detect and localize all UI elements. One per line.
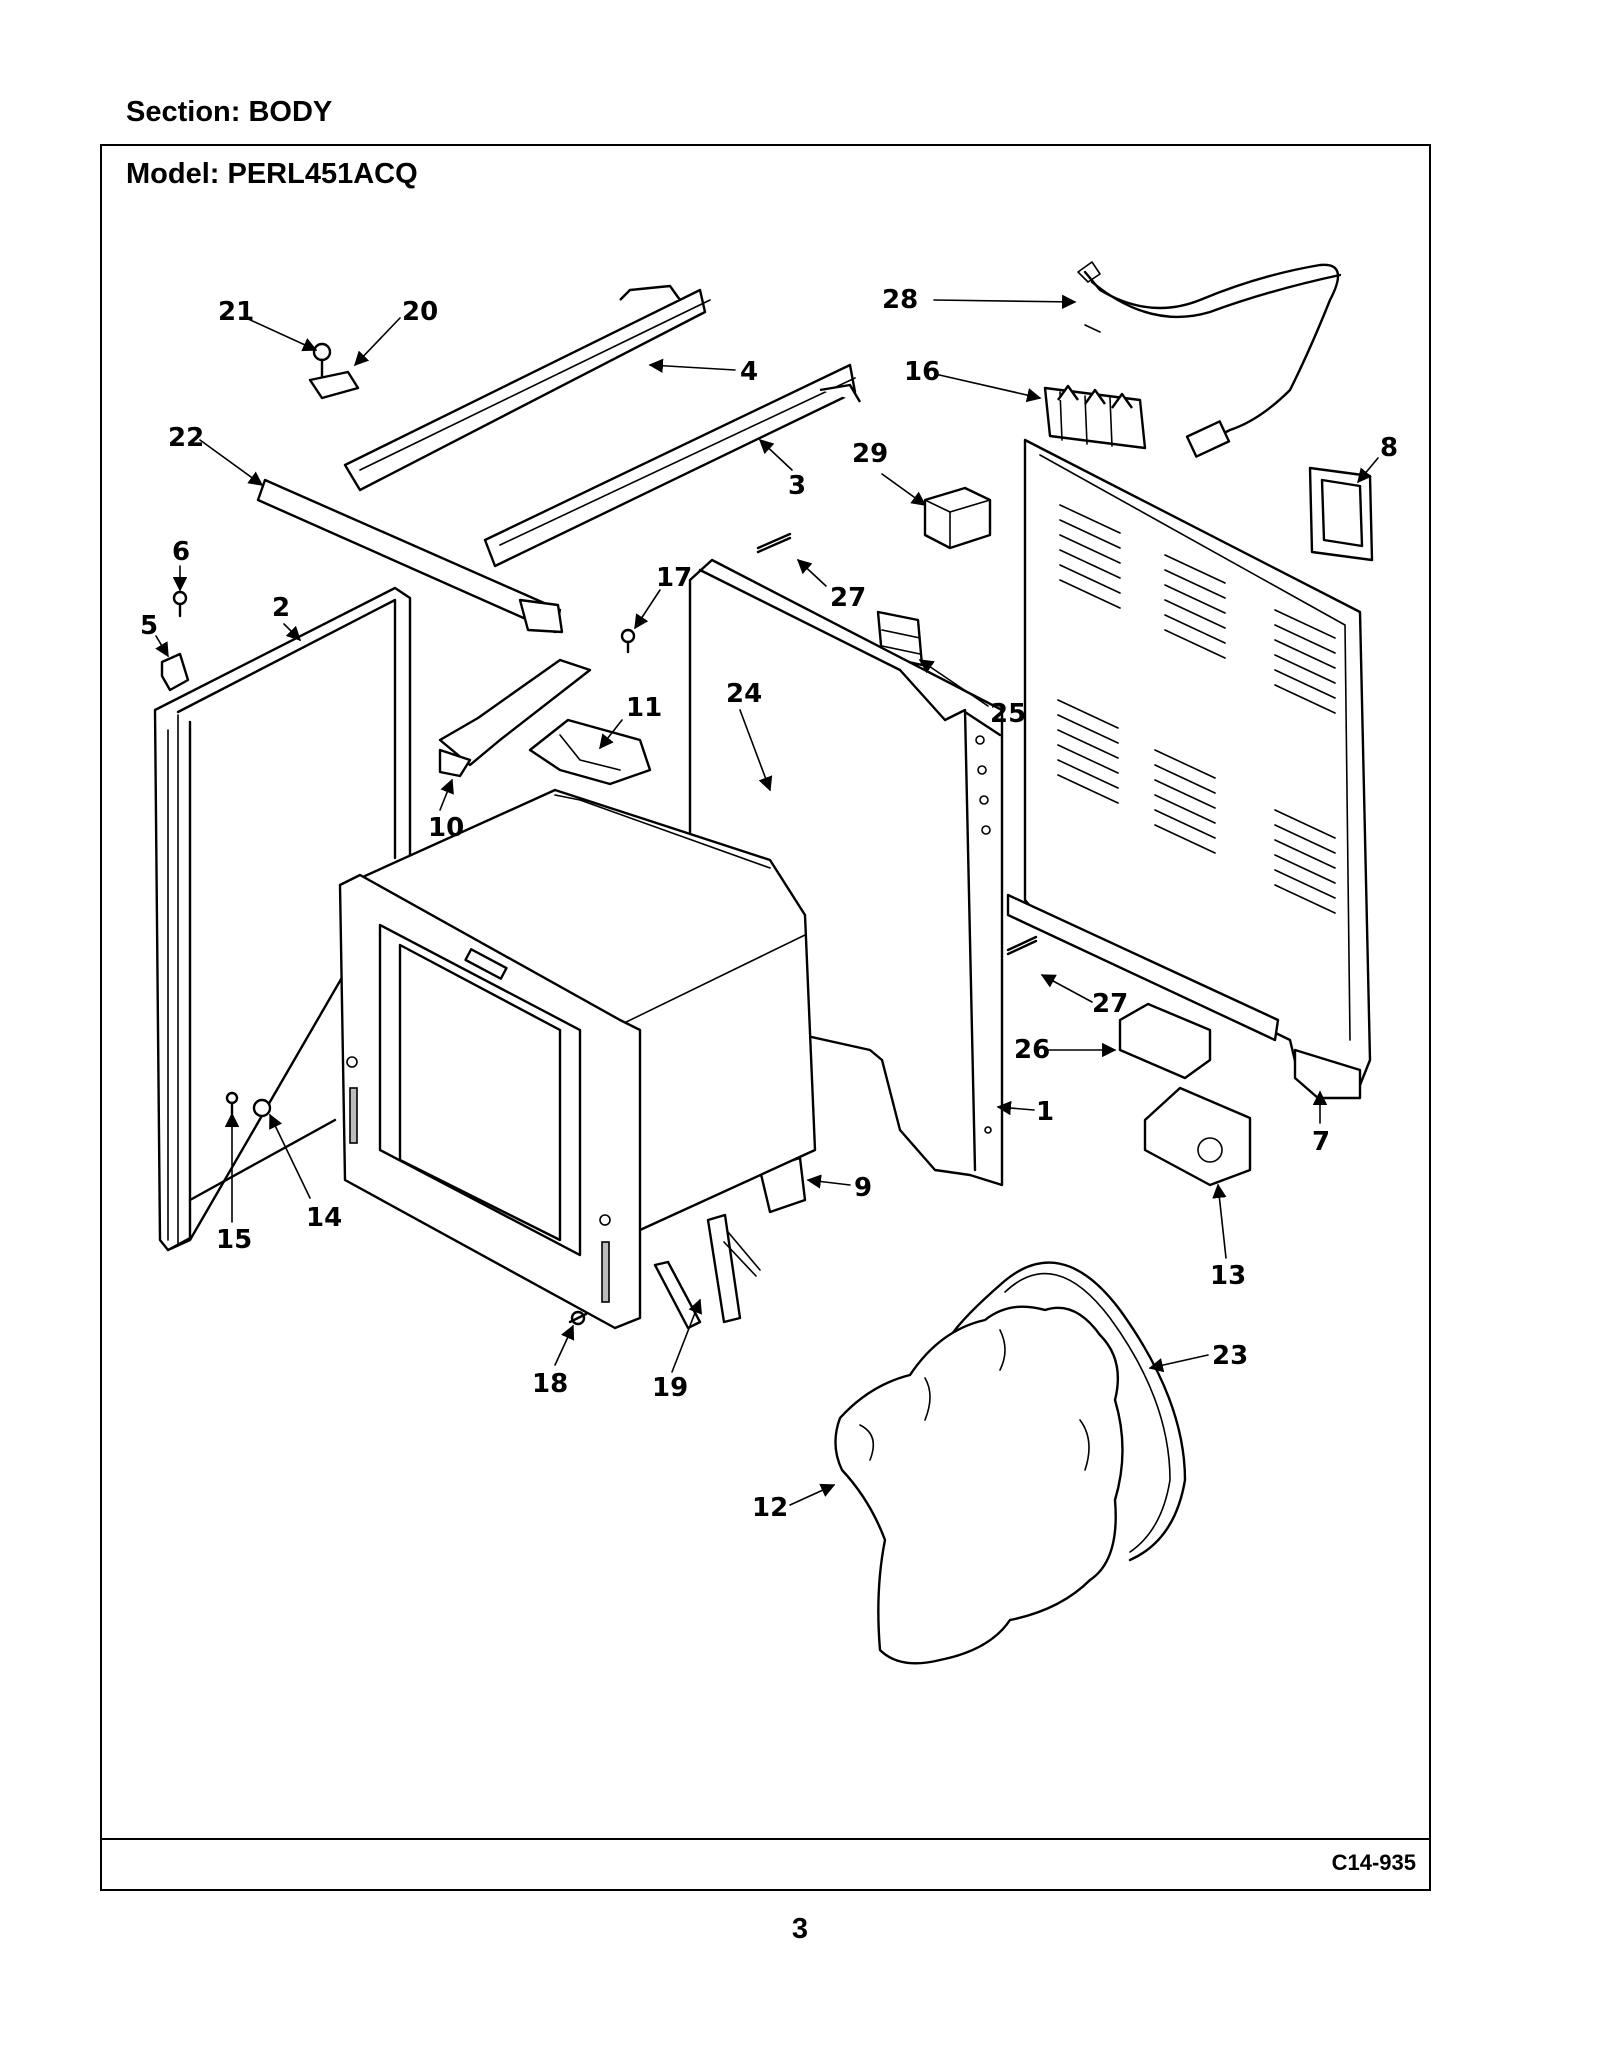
callout-17: 17: [656, 563, 692, 593]
callout-14: 14: [306, 1203, 342, 1233]
oven-front-frame: [338, 873, 642, 1330]
terminal-block-part: [1043, 384, 1147, 450]
screw-part-6: [172, 590, 188, 618]
callout-15: 15: [216, 1225, 252, 1255]
callout-5: 5: [140, 611, 158, 641]
top-channel-part-4: [343, 284, 711, 492]
back-panel-corner-bracket: [1293, 1048, 1362, 1100]
top-channel-part-3: [483, 363, 862, 568]
power-cord-part: [1077, 261, 1342, 458]
callout-10: 10: [428, 813, 464, 843]
callout-2: 2: [272, 593, 290, 623]
section-title: Section: BODY: [126, 96, 333, 128]
hinge-part-19: [653, 1213, 761, 1330]
callout-13: 13: [1210, 1261, 1246, 1291]
callout-labels: 28 16 8 29 21 20 4 22 3 27 17 6 5 2 24 2…: [140, 285, 1398, 1523]
washer-part-14: [252, 1098, 272, 1118]
callout-26: 26: [1014, 1035, 1050, 1065]
bracket-part-13: [1143, 1086, 1252, 1187]
clip-part-20: [308, 370, 360, 400]
callout-20: 20: [402, 297, 438, 327]
callout-4: 4: [740, 357, 758, 387]
page-number: 3: [791, 1913, 809, 1945]
callout-27-upper: 27: [830, 583, 866, 613]
model-title: Model: PERL451ACQ: [126, 158, 418, 190]
diagram-frame: [100, 144, 1431, 1891]
screw-part-21: [312, 342, 332, 378]
bracket-part-26: [1118, 1002, 1212, 1080]
screw-part-17: [620, 628, 636, 654]
callout-3: 3: [788, 471, 806, 501]
bracket-part-8: [1308, 466, 1374, 562]
callout-16: 16: [904, 357, 940, 387]
callout-12: 12: [752, 1493, 788, 1523]
footer-divider: [100, 1838, 1431, 1840]
pin-part-27-upper: [756, 532, 792, 554]
pin-part-27-lower: [1006, 935, 1038, 956]
callout-25: 25: [990, 699, 1026, 729]
callout-8: 8: [1380, 433, 1398, 463]
back-panel-louvers: [1057, 504, 1336, 914]
rail-part-22: [256, 478, 564, 634]
callout-leaders: [155, 294, 1379, 1506]
callout-6: 6: [172, 537, 190, 567]
screw-part-15: [225, 1091, 239, 1116]
callout-9: 9: [854, 1173, 872, 1203]
insulation-part-12: [834, 1305, 1124, 1665]
callout-18: 18: [532, 1369, 568, 1399]
relay-part: [923, 486, 992, 550]
screw-part-18: [568, 1310, 588, 1326]
callout-24: 24: [726, 679, 762, 709]
clip-part-5: [160, 652, 190, 692]
callout-28: 29: [852, 439, 888, 469]
callout-7: 7: [1312, 1127, 1330, 1157]
drawing-code: C14-935: [1331, 1850, 1416, 1875]
side-panel-part-2: [153, 586, 412, 1252]
callout-27-lower: 27: [1092, 989, 1128, 1019]
callout-23: 23: [1212, 1341, 1248, 1371]
callout-19: 19: [652, 1373, 688, 1403]
latch-arm-part-10: [438, 658, 592, 778]
back-panel-lower-flange: [1006, 893, 1280, 1042]
callout-11: 11: [626, 693, 662, 723]
callout-21: 21: [218, 297, 254, 327]
latch-bracket-part-11: [528, 718, 652, 786]
callout-22: 22: [168, 423, 204, 453]
callout-29: 28: [882, 285, 918, 315]
callout-1: 1: [1036, 1097, 1054, 1127]
